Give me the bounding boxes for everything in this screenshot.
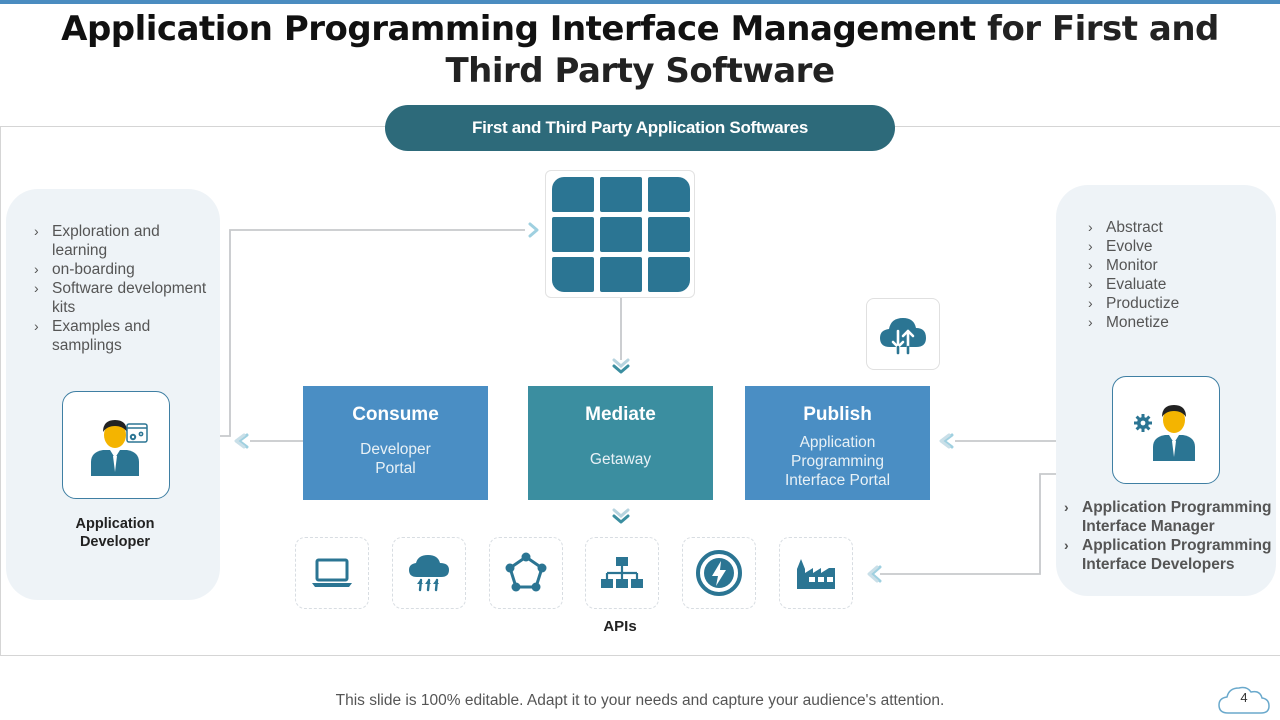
- manager-icon-card: [1112, 376, 1220, 484]
- cloud-sync-card: [866, 298, 940, 370]
- manager-activities-list: Abstract Evolve Monitor Evaluate Product…: [1086, 218, 1266, 332]
- list-item: on-boarding: [32, 260, 212, 279]
- network-pentagon-icon: [505, 552, 547, 592]
- consume-box: Consume Developer Portal: [303, 386, 488, 500]
- list-item: Examples and samplings: [32, 317, 212, 355]
- page-number: 4: [1240, 690, 1248, 705]
- consume-title: Consume: [352, 404, 439, 425]
- list-item: Software development kits: [32, 279, 212, 317]
- page-number-badge: 4: [1216, 682, 1272, 716]
- apis-label: APIs: [603, 618, 637, 635]
- api-power-card: [682, 537, 756, 609]
- grid-tile: [648, 177, 690, 212]
- manager-person-icon: [1134, 405, 1195, 461]
- laptop-icon: [312, 558, 352, 587]
- mediate-title: Mediate: [585, 404, 656, 425]
- list-item: Evaluate: [1086, 275, 1266, 294]
- api-cloud-card: [392, 537, 466, 609]
- grid-tile: [552, 257, 594, 292]
- consume-subtitle: Developer Portal: [360, 441, 431, 477]
- publish-subtitle: Application Programming Interface Portal: [784, 434, 891, 489]
- list-item: Application Programming Interface Manage…: [1062, 498, 1277, 536]
- api-laptop-card: [295, 537, 369, 609]
- grid-tile: [648, 217, 690, 252]
- list-item: Exploration and learning: [32, 222, 212, 260]
- list-item: Evolve: [1086, 237, 1266, 256]
- slide-title: Application Programming Interface Manage…: [20, 8, 1260, 92]
- grid-tile: [600, 177, 642, 212]
- developer-person-icon: [91, 420, 148, 476]
- cloud-rain-icon: [409, 555, 449, 592]
- grid-tile: [648, 257, 690, 292]
- grid-tile: [600, 217, 642, 252]
- api-factory-card: [779, 537, 853, 609]
- list-item: Monitor: [1086, 256, 1266, 275]
- factory-icon: [797, 559, 835, 589]
- publish-box: Publish Application Programming Interfac…: [745, 386, 930, 500]
- mediate-subtitle: Getaway: [589, 451, 652, 468]
- application-developer-label: Application Developer: [75, 516, 155, 550]
- application-grid-icon: [545, 170, 695, 298]
- list-item: Productize: [1086, 294, 1266, 313]
- list-item: Monetize: [1086, 313, 1266, 332]
- cloud-icon: [1218, 686, 1270, 714]
- developer-activities-list: Exploration and learning on-boarding Sof…: [32, 222, 212, 355]
- grid-tile: [600, 257, 642, 292]
- header-pill: First and Third Party Application Softwa…: [385, 105, 895, 151]
- org-chart-icon: [601, 557, 643, 588]
- roles-list: Application Programming Interface Manage…: [1062, 498, 1277, 574]
- slide-title-bold: Application Programming Interface Manage…: [61, 9, 976, 49]
- api-network-card: [489, 537, 563, 609]
- list-item: Application Programming Interface Develo…: [1062, 536, 1277, 574]
- publish-title: Publish: [803, 404, 872, 425]
- list-item: Abstract: [1086, 218, 1266, 237]
- cloud-sync-icon: [880, 318, 926, 355]
- top-accent-rule: [0, 0, 1280, 4]
- mediate-box: Mediate Getaway: [528, 386, 713, 500]
- developer-icon-card: [62, 391, 170, 499]
- footer-note: This slide is 100% editable. Adapt it to…: [335, 692, 945, 709]
- lightning-icon: [696, 550, 742, 596]
- slide-title-light: for First and Third Party Software: [445, 9, 1219, 91]
- api-hierarchy-card: [585, 537, 659, 609]
- grid-tile: [552, 177, 594, 212]
- grid-tile: [552, 217, 594, 252]
